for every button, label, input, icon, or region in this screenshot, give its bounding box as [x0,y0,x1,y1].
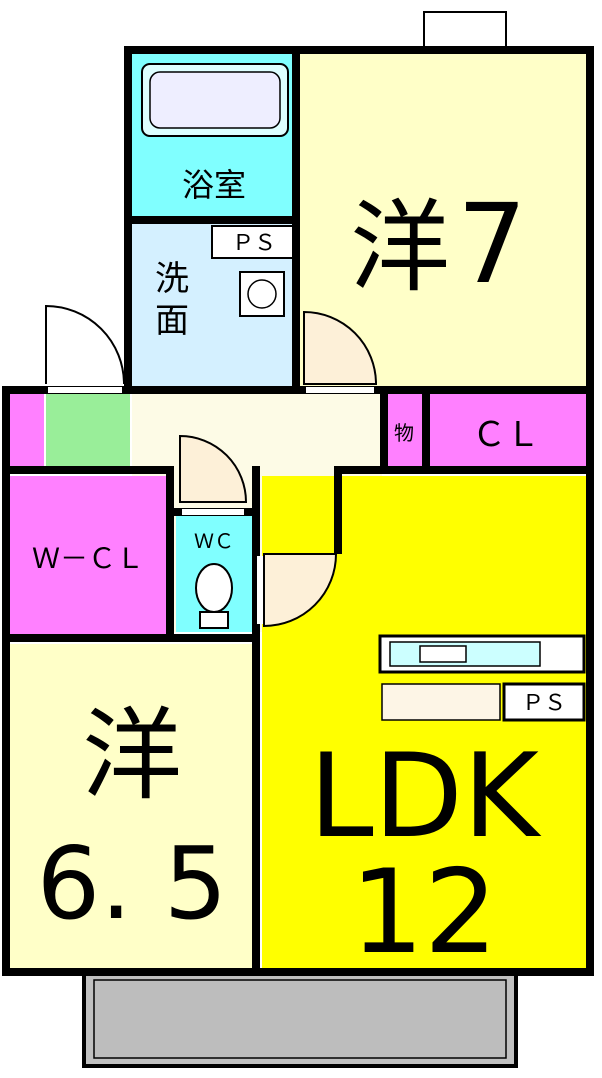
sink-bowl [247,279,277,309]
label-wcl: Ｗ－ＣＬ [32,542,144,575]
kitchen-sink-bowl [419,645,467,663]
label-washroom-2: 面 [155,301,189,341]
balcony-inner [93,979,507,1059]
ps-box-top [211,225,297,259]
room-western-6-5 [10,644,252,968]
toilet-tank [199,611,229,629]
label-western65-size: 6. 5 [37,825,228,942]
storage-small [386,392,424,468]
walls [2,46,594,976]
label-western65-kanji: 洋 [82,697,182,814]
label-wc: ＷＣ [194,529,234,553]
label-storage-small: 物 [394,421,414,445]
entrance-closet [10,394,44,466]
door-swing-wc [179,434,248,503]
label-washroom-1: 洗 [155,259,189,299]
label-western7-kanji: 洋 [350,189,450,306]
label-ldk: LDK [309,729,542,864]
walk-in-closet [10,476,166,634]
label-western7-size: 7 [457,180,527,308]
door-swing-entrance [45,304,125,385]
label-ps-top: ＰＳ [232,231,276,256]
openings [48,387,374,624]
label-ps-kitchen: ＰＳ [522,691,566,716]
kitchen-counter-back [381,683,501,721]
entrance [46,394,130,466]
sink-washroom [239,271,285,317]
closet-cl [428,392,586,468]
label-bath: 浴室 [182,166,246,204]
label-closet: ＣＬ [472,415,540,455]
toilet-bowl [195,563,233,613]
bathtub-inner [149,71,281,129]
door-swing-western7 [303,310,378,385]
ps-box-kitchen [502,682,586,722]
label-ldk-size: 12 [350,845,498,980]
door-swing-ldk [263,553,338,628]
